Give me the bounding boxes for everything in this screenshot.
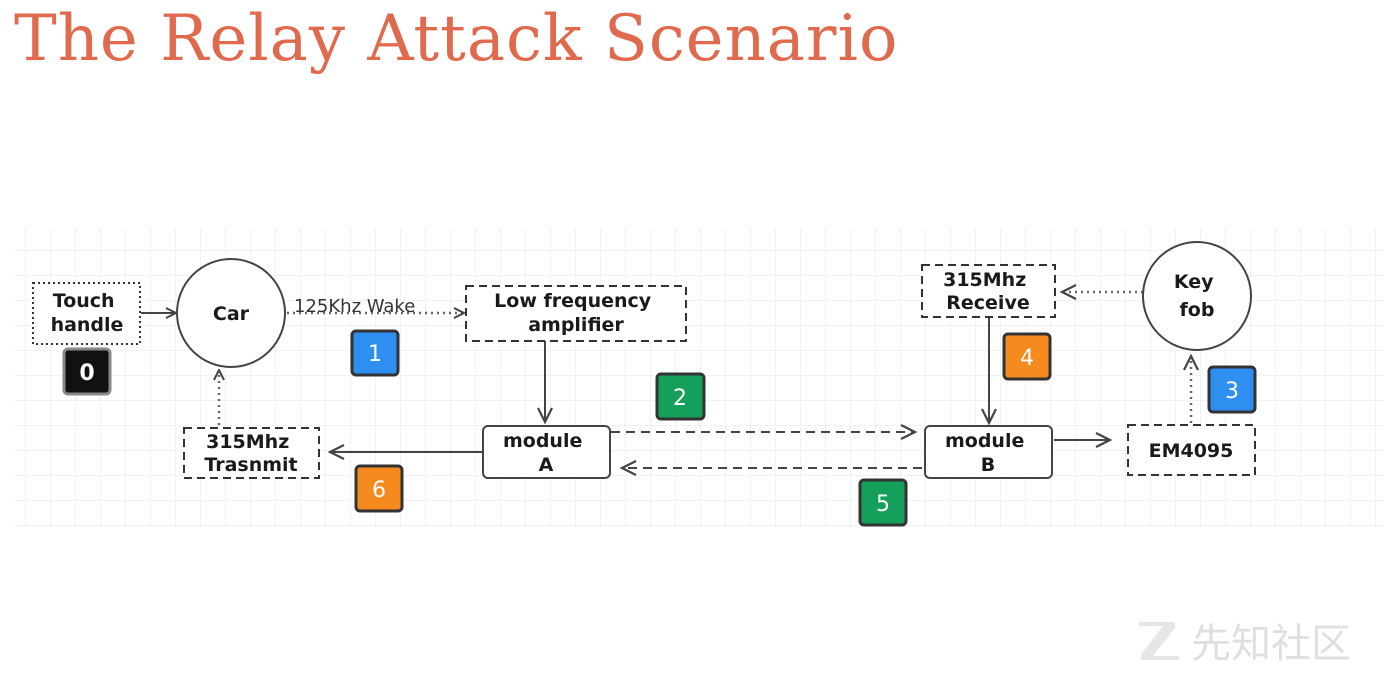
step-badge-6: 6 [354, 464, 404, 513]
touch-handle-node [32, 282, 141, 345]
svg-text:Low frequency amplifier: Low frequency amplifier [494, 290, 658, 336]
step-badge-5-label: 5 [876, 492, 890, 517]
key-fob-label-2: fob [1180, 299, 1215, 321]
module-a-label-1: module [503, 430, 582, 452]
transmit-315-label-1: 315Mhz [206, 431, 289, 453]
transmit-315-label-2: Trasnmit [204, 454, 297, 476]
receive-315-label-2: Receive [946, 292, 1029, 314]
transmit-315-node [183, 427, 320, 479]
step-badge-4-label: 4 [1020, 346, 1034, 371]
step-badge-1: 1 [350, 329, 400, 377]
module-b-node [924, 425, 1053, 479]
step-badge-6-box [354, 464, 404, 513]
step-badge-3-box [1207, 365, 1257, 414]
page-title: The Relay Attack Scenario [14, 2, 899, 76]
svg-text:Key fob: Key fob [1174, 271, 1220, 321]
watermark-text: 先知社区 [1191, 621, 1351, 667]
step-badge-0: 0 [62, 347, 112, 396]
lf-amplifier-node [465, 285, 687, 342]
lf-amplifier-label-2: amplifier [528, 314, 624, 336]
step-badge-5: 5 [858, 478, 908, 527]
svg-text:315Mhz Receive: 315Mhz Receive [943, 269, 1033, 314]
step-badge-2: 2 [655, 372, 706, 421]
module-b-label-1: module [945, 430, 1024, 452]
svg-text:Touch handle: Touch handle [51, 290, 124, 336]
module-a-label-2: A [539, 454, 554, 476]
step-badge-0-box [62, 347, 112, 396]
receive-315-node [921, 264, 1056, 318]
step-badge-1-box [350, 329, 400, 377]
svg-text:module A: module A [503, 430, 589, 476]
key-fob-node [1142, 241, 1252, 351]
svg-text:315Mhz Trasnmit: 315Mhz Trasnmit [204, 431, 297, 476]
svg-text:module B: module B [945, 430, 1031, 476]
em4095-label: EM4095 [1149, 440, 1234, 462]
step-badge-4-box [1002, 332, 1052, 381]
receive-315-label-1: 315Mhz [943, 269, 1026, 291]
touch-handle-label-1: Touch [53, 290, 115, 312]
step-badge-3-label: 3 [1225, 379, 1239, 404]
key-fob-label-1: Key [1174, 271, 1214, 293]
car-label: Car [213, 303, 250, 325]
module-a-node [482, 425, 611, 479]
watermark: 先知社区 [1135, 612, 1351, 668]
step-badge-6-label: 6 [372, 478, 386, 503]
step-badge-3: 3 [1207, 365, 1257, 414]
step-badge-0-label: 0 [79, 361, 94, 386]
watermark-logo-icon [1139, 622, 1179, 660]
step-badge-1-label: 1 [368, 342, 382, 367]
step-badge-2-box [655, 372, 706, 421]
touch-handle-label-2: handle [51, 314, 124, 336]
step-badge-2-label: 2 [673, 386, 687, 411]
step-badge-4: 4 [1002, 332, 1052, 381]
car-node [176, 258, 286, 368]
em4095-node [1127, 424, 1256, 476]
wake-edge-label: 125Khz Wake [294, 296, 415, 317]
lf-amplifier-label-1: Low frequency [494, 290, 652, 312]
step-badge-5-box [858, 478, 908, 527]
module-b-label-2: B [981, 454, 995, 476]
